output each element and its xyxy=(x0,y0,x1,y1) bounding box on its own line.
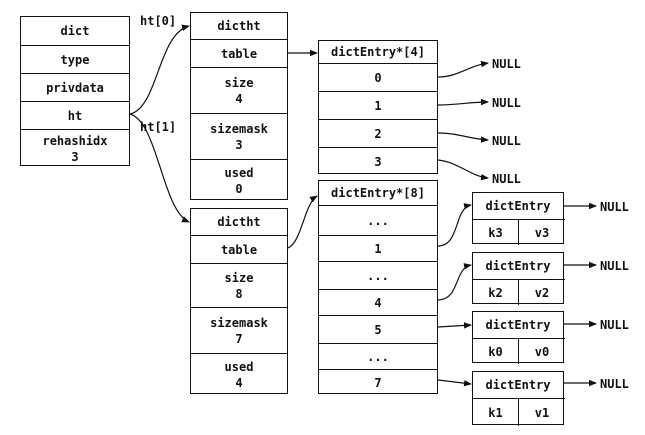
array-8-slot-4: 4 xyxy=(319,289,437,315)
slot0-null-arrow xyxy=(437,60,489,78)
array-8-slot-ellipsis: ... xyxy=(319,261,437,289)
null-label: NULL xyxy=(492,57,521,71)
array-4-slot-0: 0 xyxy=(319,63,437,91)
dict-type-field: type xyxy=(21,45,129,73)
slot4-entry-arrow xyxy=(437,263,472,301)
array-4-slot-1: 1 xyxy=(319,91,437,119)
null-label: NULL xyxy=(492,96,521,110)
null-label: NULL xyxy=(492,134,521,148)
array-8-title: dictEntry*[8] xyxy=(331,186,425,200)
dict-entry-title: dictEntry xyxy=(485,199,551,213)
slot1-entry-arrow xyxy=(437,203,472,247)
dict-entry-value: v1 xyxy=(519,398,565,426)
slot7-entry-arrow xyxy=(437,379,472,387)
slot3-null-arrow xyxy=(437,159,489,181)
array-8-slot-ellipsis: ... xyxy=(319,343,437,369)
null-label: NULL xyxy=(492,172,521,186)
slot1-null-arrow xyxy=(437,98,489,106)
array-8-slot-1: 1 xyxy=(319,235,437,261)
dict-entry-key: k1 xyxy=(473,398,519,426)
ht0-label: ht[0] xyxy=(140,14,177,28)
dict-entry-key: k2 xyxy=(473,279,519,305)
dictht-1-title: dictht xyxy=(217,215,261,229)
null-label: NULL xyxy=(600,377,629,391)
dict-privdata-field: privdata xyxy=(21,73,129,101)
dictht-1-table-field: table xyxy=(191,235,287,263)
dict-entry-key: k0 xyxy=(473,338,519,364)
dict-entry-key: k3 xyxy=(473,219,519,245)
array-8-slot-ellipsis: ... xyxy=(319,205,437,235)
array-4-slot-3: 3 xyxy=(319,147,437,175)
dict-entry-title: dictEntry xyxy=(485,259,551,273)
array-8-slot-5: 5 xyxy=(319,315,437,343)
dict-entry-k3: dictEntry k3 v3 xyxy=(472,192,565,245)
dictentry-array-8: dictEntry*[8] ... 1 ... 4 5 ... 7 xyxy=(318,180,438,394)
dict-entry-value: v2 xyxy=(519,279,565,305)
array-8-slot-7: 7 xyxy=(319,369,437,395)
ht0-arrow xyxy=(129,24,190,115)
dict-entry-k1: dictEntry k1 v1 xyxy=(472,371,565,426)
dictht-0-table-field: table xyxy=(191,39,287,67)
slot5-entry-arrow xyxy=(437,322,472,329)
dict-entry-k2: dictEntry k2 v2 xyxy=(472,252,565,305)
dictht-0-title: dictht xyxy=(217,19,261,33)
dict-entry-value: v0 xyxy=(519,338,565,364)
dict-entry-value: v3 xyxy=(519,219,565,245)
array-4-title: dictEntry*[4] xyxy=(331,45,425,59)
dict-entry-title: dictEntry xyxy=(485,378,551,392)
null-label: NULL xyxy=(600,318,629,332)
dict-entry-k0: dictEntry k0 v0 xyxy=(472,311,565,364)
dictentry-array-4: dictEntry*[4] 0 1 2 3 xyxy=(318,40,438,174)
dict-entry-title: dictEntry xyxy=(485,318,551,332)
ht1-arrow xyxy=(129,113,190,223)
dict-title: dict xyxy=(60,24,90,38)
slot2-null-arrow xyxy=(437,132,489,143)
dict-ht-field: ht xyxy=(21,101,129,129)
table1-arrow xyxy=(287,195,318,249)
ht1-label: ht[1] xyxy=(140,120,177,134)
null-label: NULL xyxy=(600,259,629,273)
array-4-slot-2: 2 xyxy=(319,119,437,147)
null-label: NULL xyxy=(600,200,629,214)
